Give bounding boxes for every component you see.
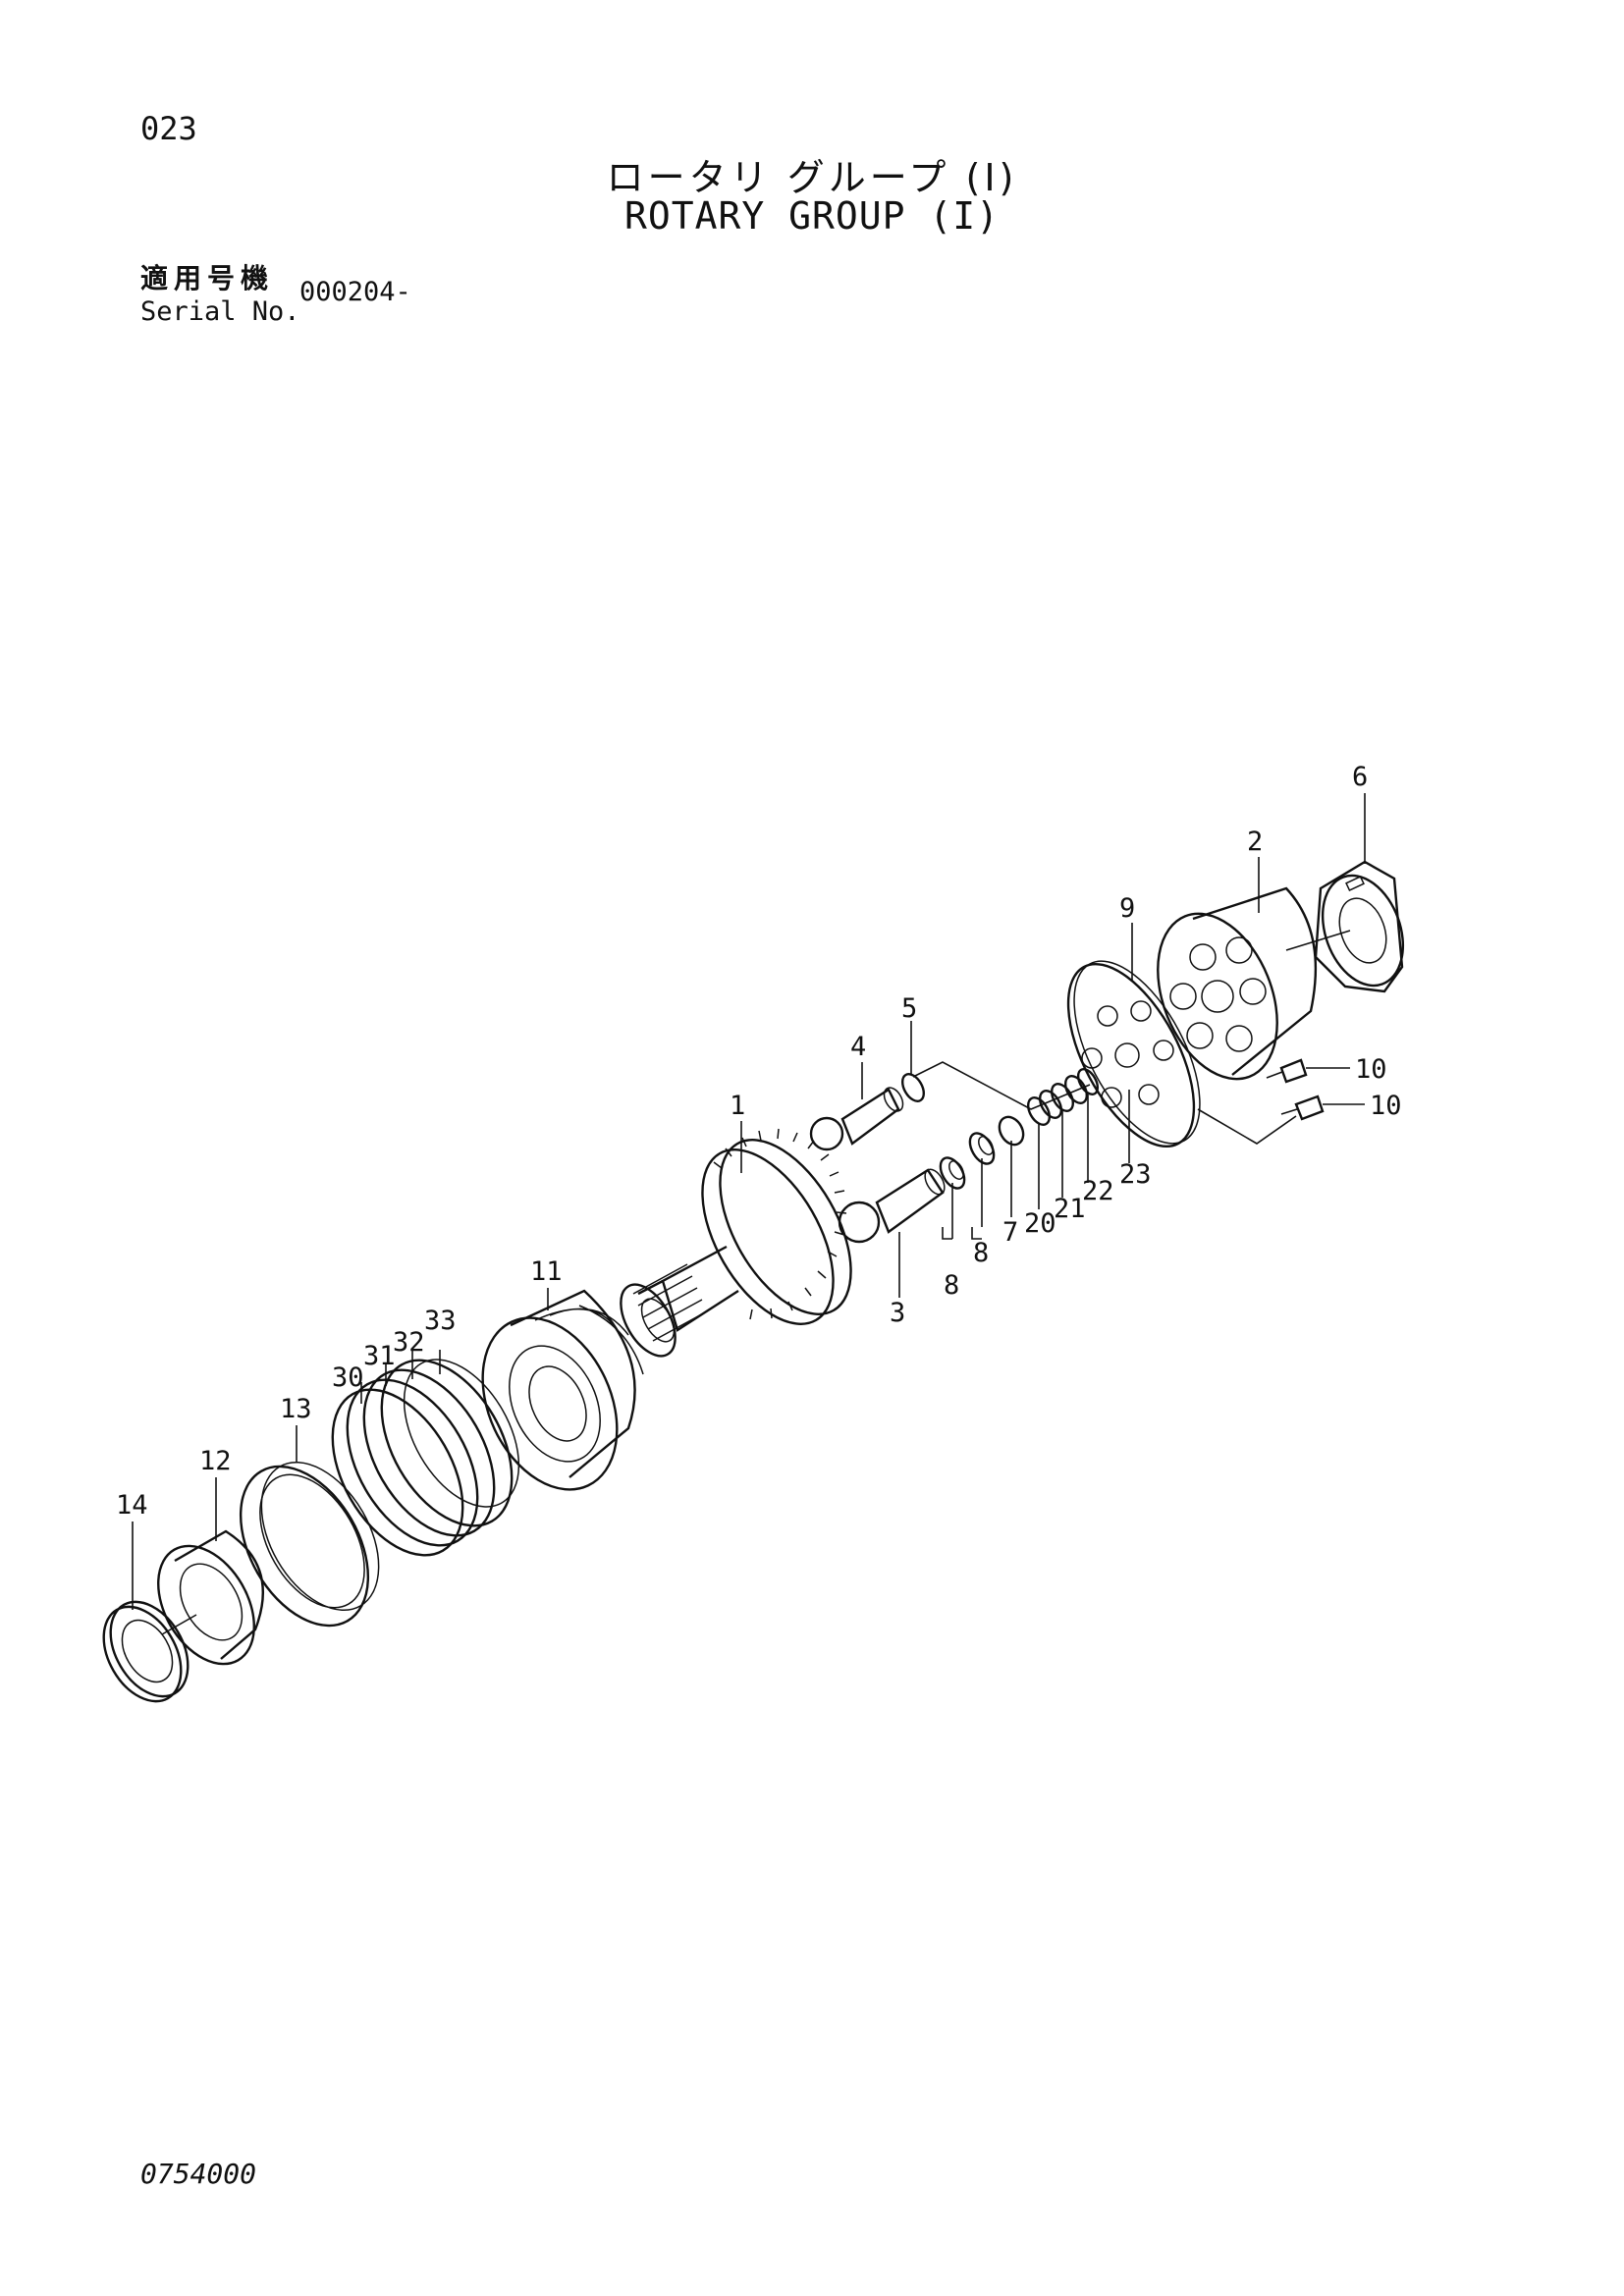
part-3-piston xyxy=(838,1168,946,1244)
callout-23: 23 xyxy=(1119,1159,1152,1190)
part-13-ring xyxy=(239,1461,380,1628)
callout-11: 11 xyxy=(530,1256,563,1287)
callout-14: 14 xyxy=(116,1490,148,1521)
callout-6: 6 xyxy=(1352,762,1368,792)
callout-8b: 8 xyxy=(973,1238,989,1268)
page-title-english: ROTARY GROUP (I) xyxy=(623,194,1001,238)
callout-31: 31 xyxy=(363,1341,396,1371)
part-5-ring xyxy=(900,1073,926,1102)
part-8-retainers xyxy=(939,1132,996,1190)
serial-number-value: 000204- xyxy=(299,277,411,307)
page-title-japanese: ロータリ グループ (I) xyxy=(606,156,1018,199)
callout-12: 12 xyxy=(199,1446,232,1476)
callout-9: 9 xyxy=(1119,893,1135,924)
parts-30-33-rings xyxy=(331,1359,520,1557)
page-number: 023 xyxy=(140,110,197,147)
part-1-drive-shaft xyxy=(620,1128,852,1358)
callout-7: 7 xyxy=(1002,1217,1018,1248)
callout-33: 33 xyxy=(424,1306,457,1336)
part-14-lock-nut xyxy=(102,1600,197,1703)
leader-lines xyxy=(132,793,1366,1610)
callout-4: 4 xyxy=(850,1032,866,1062)
part-9-valve-plate xyxy=(1066,960,1201,1148)
callout-10a: 10 xyxy=(1355,1054,1387,1085)
serial-label-japanese: 適用号機 xyxy=(140,262,275,294)
callout-20: 20 xyxy=(1024,1208,1056,1239)
callout-labels: 6 2 9 5 4 10 10 1 23 22 21 20 7 8 8 3 11… xyxy=(116,762,1402,1521)
part-10-bolts xyxy=(1266,1058,1325,1121)
callout-8a: 8 xyxy=(944,1270,959,1301)
part-12-bearing-race xyxy=(157,1529,264,1666)
callout-5: 5 xyxy=(901,993,917,1024)
part-11-bearing xyxy=(481,1289,644,1491)
serial-label-english: Serial No. xyxy=(140,296,300,327)
callout-3: 3 xyxy=(890,1298,905,1328)
callout-1: 1 xyxy=(730,1091,745,1121)
callout-21: 21 xyxy=(1054,1194,1086,1224)
callout-30: 30 xyxy=(332,1362,364,1393)
callout-13: 13 xyxy=(280,1394,312,1424)
document-code: 0754000 xyxy=(140,2158,257,2190)
callout-2: 2 xyxy=(1247,827,1263,857)
callout-32: 32 xyxy=(393,1327,425,1358)
callout-10b: 10 xyxy=(1370,1091,1402,1121)
part-6-end-cover xyxy=(1285,860,1405,993)
part-7-spacer xyxy=(998,1115,1025,1147)
callout-22: 22 xyxy=(1082,1176,1114,1206)
part-4-piston xyxy=(809,1087,904,1151)
part-2-cylinder-block xyxy=(1157,886,1318,1081)
